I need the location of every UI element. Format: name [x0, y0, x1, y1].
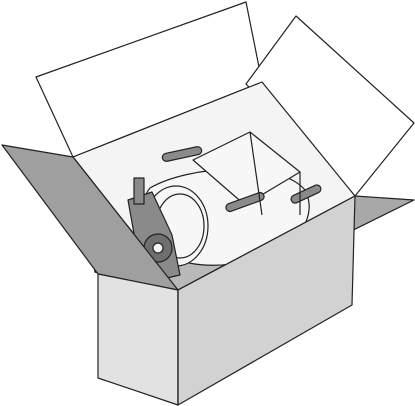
washer-drum-unit-icon	[127, 131, 322, 281]
frame-rod-back	[290, 184, 322, 204]
motor-bracket	[133, 177, 145, 205]
pulley-hub	[152, 242, 164, 254]
box-front-face	[97, 273, 179, 406]
drum-frame-bracket-icon	[161, 131, 322, 216]
frame-rod-right	[225, 191, 265, 213]
frame-rod-left	[161, 146, 203, 162]
frame-strut-1	[249, 131, 263, 216]
